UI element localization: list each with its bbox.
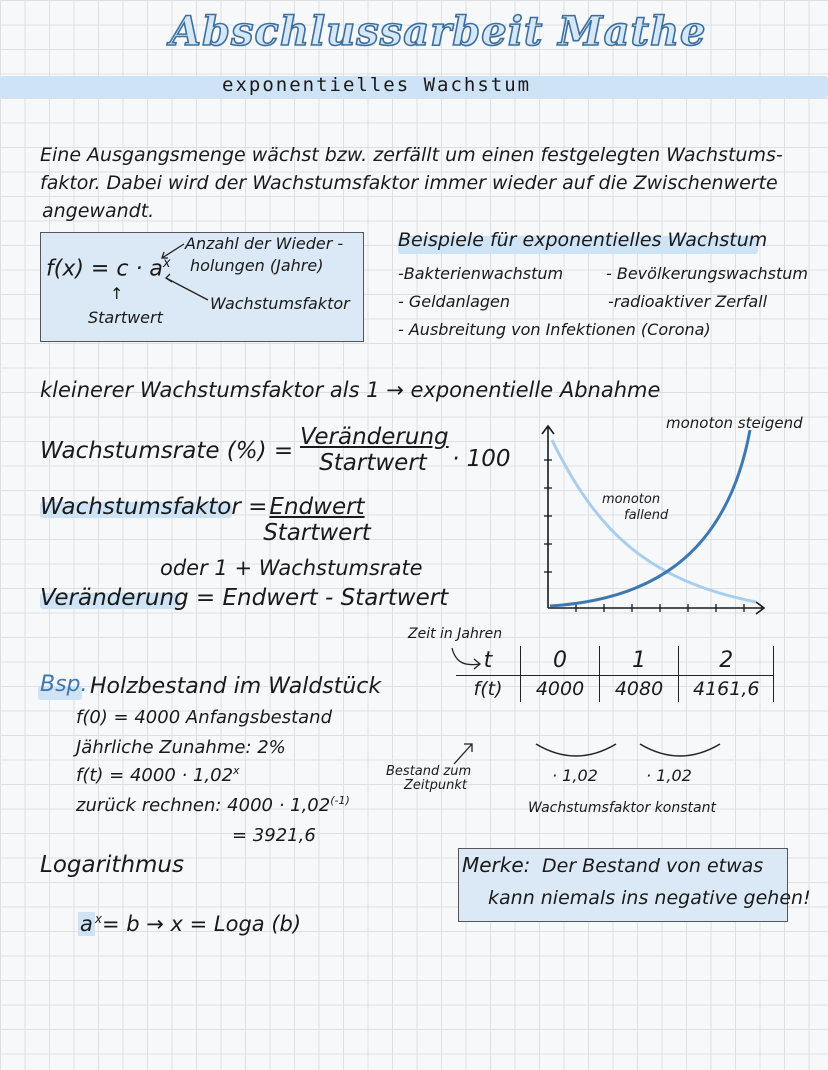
example-item-2: - Bevölkerungswachstum [606,264,809,283]
factor-lhs: Wachstumsfaktor = [40,494,268,520]
label-repeats-1: Anzahl der Wieder - [185,234,344,253]
example-tag: Bsp. [40,672,88,697]
factor-fraction: Endwert Startwert [263,494,371,546]
label-repeats-2: holungen (Jahre) [190,256,324,275]
formula: f(x) = c · ax [46,256,171,282]
factor-label-1: · 1,02 [552,766,598,785]
merke-box [458,848,788,922]
factor-braces [535,743,721,757]
label-factor: Wachstumsfaktor [210,294,350,313]
back-result: = 3921,6 [232,825,316,846]
label-start: Startwert [88,308,163,327]
constant-label: Wachstumsfaktor konstant [528,800,716,816]
stock-label-2: Zeitpunkt [404,778,467,793]
change-line: Veränderung = Endwert - Startwert [40,585,449,611]
example-line-1: f(0) = 4000 Anfangsbestand [76,707,332,728]
example-item-4: -radioaktiver Zerfall [608,292,768,311]
example-tag-highlight [38,686,82,700]
intro-line-3: angewandt. [42,200,155,222]
example-item-3: - Geldanlagen [398,292,511,311]
intro-line-1: Eine Ausgangsmenge wächst bzw. zerfällt … [40,144,783,166]
merke-line-2: kann niemals ins negative gehen! [488,887,811,909]
back-calc: zurück rechnen: 4000 · 1,02(-1) [76,794,350,816]
arrow-up-icon: ↑ [110,284,124,303]
intro-line-2: faktor. Dabei wird der Wachstumsfaktor i… [40,172,778,194]
factor-label-2: · 1,02 [646,766,692,785]
example-heading: Holzbestand im Waldstück [90,674,382,699]
rising-curve [549,429,752,608]
examples-heading: Beispiele für exponentielles Wachstum [398,229,768,251]
merke-label: Merke: [462,853,531,877]
label-falling-2: fallend [624,508,669,523]
table-row: t 0 1 2 [456,646,775,676]
merke-line-1: Der Bestand von etwas [542,855,764,877]
growth-graph [541,424,766,615]
example-line-2: Jährliche Zunahme: 2% [76,737,286,758]
subtitle: exponentielles Wachstum [222,74,532,96]
example-line-3: f(t) = 4000 · 1,02x [76,764,240,786]
formula-box [40,232,364,342]
change-highlight [40,593,180,609]
log-heading: Logarithmus [40,852,184,878]
time-label: Zeit in Jahren [408,626,503,642]
example-item-1: -Bakterienwachstum [398,264,564,283]
factor-or: oder 1 + Wachstumsrate [160,556,423,580]
falling-curve [550,439,757,604]
label-falling-1: monoton [602,492,661,507]
stock-label-1: Bestand zum [386,764,472,779]
rate-times: · 100 [452,446,511,472]
value-table: t 0 1 2 f(t) 4000 4080 4161,6 [456,646,775,702]
stock-arrow-icon [453,743,473,765]
subtitle-highlight [0,76,828,98]
label-rising: monoton steigend [666,414,803,432]
example-item-5: - Ausbreitung von Infektionen (Corona) [398,320,711,339]
table-row: f(t) 4000 4080 4161,6 [456,675,775,702]
examples-heading-highlight [398,236,758,254]
decay-line: kleinerer Wachstumsfaktor als 1 → expone… [40,378,661,402]
page-title: Abschlussarbeit Mathe [169,7,707,56]
factor-highlight [40,502,232,518]
formula-arrows [161,243,209,301]
rate-lhs: Wachstumsrate (%) = [40,438,294,464]
rate-fraction: Veränderung Startwert [300,424,449,476]
